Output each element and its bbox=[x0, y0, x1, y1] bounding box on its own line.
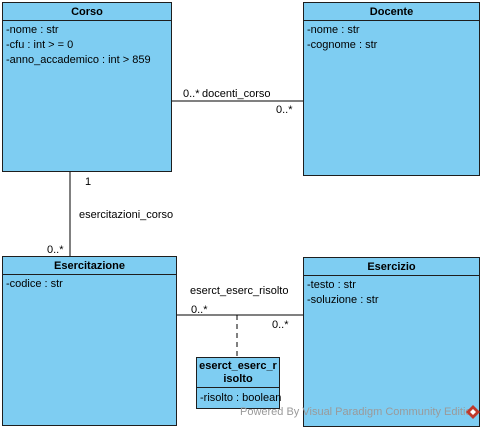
class-attribute: -nome : str bbox=[6, 24, 59, 36]
class-esercizio-name: Esercizio bbox=[304, 258, 479, 276]
visual-paradigm-logo-icon bbox=[466, 405, 480, 419]
class-corso-attributes: -nome : str -cfu : int > = 0 -anno_accad… bbox=[3, 21, 171, 68]
class-corso[interactable]: Corso -nome : str -cfu : int > = 0 -anno… bbox=[2, 2, 172, 172]
class-corso-name: Corso bbox=[3, 3, 171, 21]
eserct-eserc-risolto-label: eserct_eserc_risolto bbox=[190, 285, 289, 297]
class-attribute: -cfu : int > = 0 bbox=[6, 39, 74, 51]
class-attribute: -cognome : str bbox=[307, 39, 378, 51]
docenti-corso-source-multiplicity: 0..* bbox=[183, 88, 200, 100]
esercitazioni-corso-target-multiplicity: 0..* bbox=[47, 244, 64, 256]
esercitazioni-corso-label: esercitazioni_corso bbox=[79, 209, 174, 221]
docenti-corso-target-multiplicity: 0..* bbox=[276, 104, 293, 116]
eserct-eserc-risolto-source-multiplicity: 0..* bbox=[191, 304, 208, 316]
class-docente-name: Docente bbox=[304, 3, 479, 21]
class-esercitazione-name: Esercitazione bbox=[3, 257, 176, 275]
association-class-name: eserct_eserc_r isolto bbox=[197, 358, 279, 388]
esercitazioni-corso-source-multiplicity: 1 bbox=[85, 176, 92, 188]
class-attribute: -testo : str bbox=[307, 279, 356, 291]
class-esercitazione[interactable]: Esercitazione -codice : str bbox=[2, 256, 177, 426]
eserct-eserc-risolto-target-multiplicity: 0..* bbox=[272, 319, 289, 331]
class-attribute: -anno_accademico : int > 859 bbox=[6, 54, 151, 66]
class-attribute: -codice : str bbox=[6, 278, 63, 290]
class-eserct-eserc-risolto[interactable]: eserct_eserc_r isolto -risolto : boolean bbox=[196, 357, 282, 409]
class-attribute: -nome : str bbox=[307, 24, 360, 36]
association-class-name-line-2: isolto bbox=[223, 373, 253, 385]
class-esercizio[interactable]: Esercizio -testo : str -soluzione : str bbox=[303, 257, 480, 427]
association-class-name-line-1: eserct_eserc_r bbox=[199, 360, 277, 372]
class-attribute: -soluzione : str bbox=[307, 294, 379, 306]
class-attribute: -risolto : boolean bbox=[200, 392, 282, 404]
docenti-corso-label: docenti_corso bbox=[202, 88, 271, 100]
class-docente-attributes: -nome : str -cognome : str bbox=[304, 21, 479, 53]
watermark-text: Powered By Visual Paradigm Community Edi… bbox=[240, 406, 478, 418]
association-class-attributes: -risolto : boolean bbox=[197, 388, 282, 406]
class-esercizio-attributes: -testo : str -soluzione : str bbox=[304, 276, 479, 308]
class-docente[interactable]: Docente -nome : str -cognome : str bbox=[303, 2, 480, 176]
class-esercitazione-attributes: -codice : str bbox=[3, 275, 176, 292]
